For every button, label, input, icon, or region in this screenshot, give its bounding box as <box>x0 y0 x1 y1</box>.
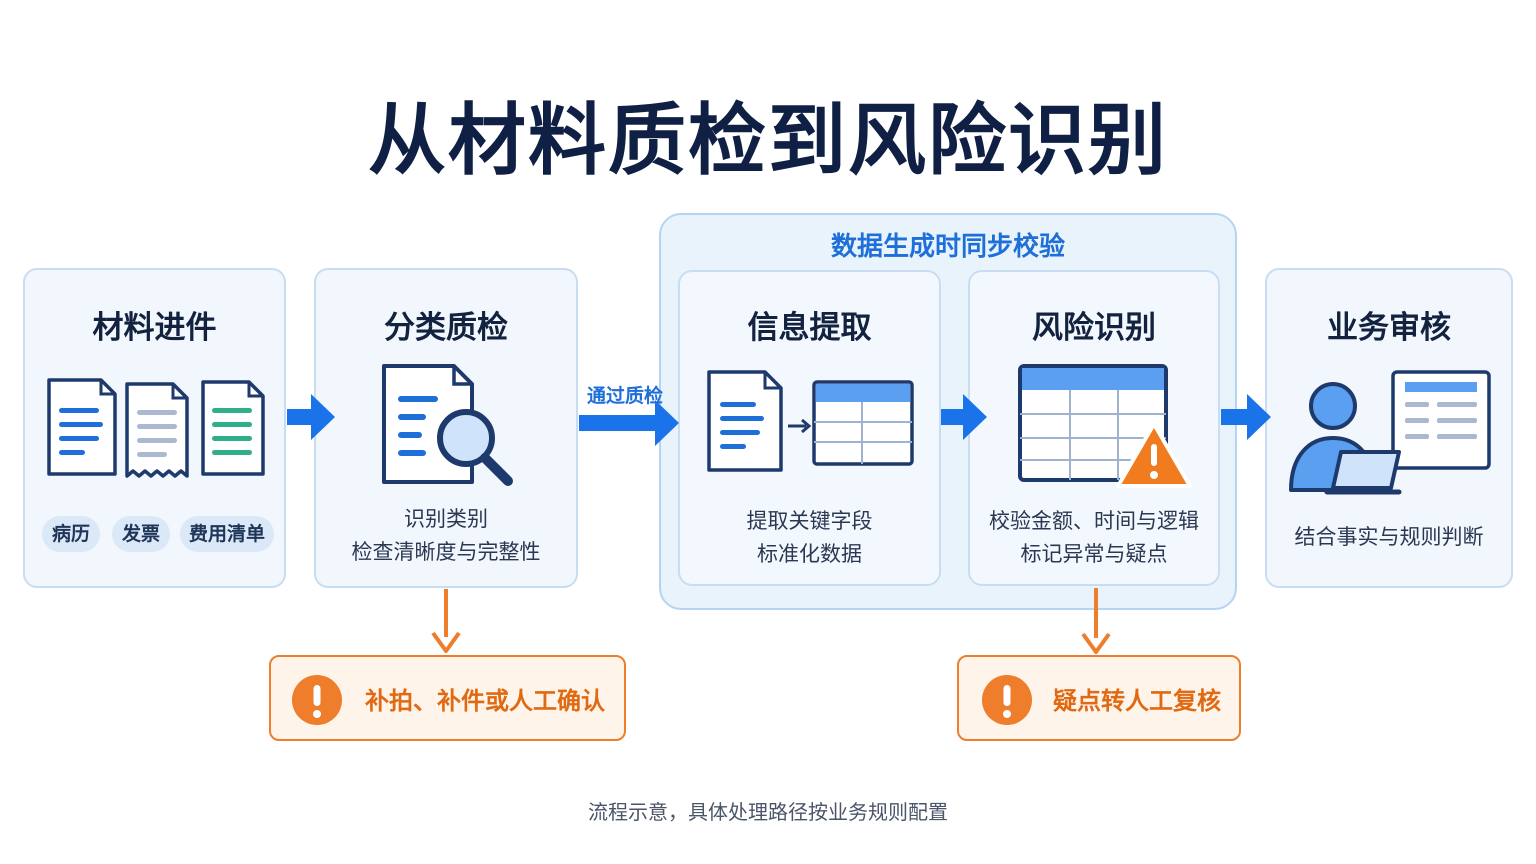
tag-medical-record: 病历 <box>42 516 100 552</box>
document-search-icon <box>382 364 513 486</box>
flow-arrow-2 <box>579 400 679 446</box>
tag-invoice: 发票 <box>112 516 170 552</box>
exclamation-icon <box>982 675 1032 725</box>
step-title-intake: 材料进件 <box>92 310 217 346</box>
step-desc-classify-2: 检查清晰度与完整性 <box>351 540 541 564</box>
step-card-classify-qc: 分类质检 识别类别 检查清晰度与完整性 <box>314 268 578 588</box>
tag-expense-list: 费用清单 <box>180 516 274 552</box>
alert-text-manual-review: 疑点转人工复核 <box>1053 686 1221 715</box>
down-arrow-2 <box>1081 588 1111 654</box>
down-arrow-1 <box>431 589 461 653</box>
table-warning-icon <box>1018 364 1192 488</box>
flow-arrow-3 <box>941 394 987 440</box>
flow-label-passed-qc: 通过质检 <box>586 385 663 407</box>
step-desc-classify-1: 识别类别 <box>404 507 488 531</box>
page-title: 从材料质检到风险识别 <box>367 96 1168 186</box>
alert-box-retake: 补拍、补件或人工确认 <box>269 655 626 741</box>
step-desc-risk-2: 标记异常与疑点 <box>1020 542 1168 566</box>
documents-icon <box>47 378 265 478</box>
step-title-classify-qc: 分类质检 <box>384 310 508 346</box>
step-title-extract: 信息提取 <box>747 310 872 346</box>
alert-text-retake: 补拍、补件或人工确认 <box>365 686 605 715</box>
step-desc-review-1: 结合事实与规则判断 <box>1294 525 1484 549</box>
exclamation-icon <box>292 675 342 725</box>
step-card-extract: 信息提取 提取关键字段 标准化数据 <box>678 270 941 586</box>
flow-arrow-4 <box>1221 394 1271 440</box>
footer-note: 流程示意，具体处理路径按业务规则配置 <box>588 800 948 824</box>
step-desc-extract-1: 提取关键字段 <box>746 509 873 533</box>
sync-validation-label: 数据生成时同步校验 <box>830 232 1065 262</box>
alert-box-manual-review: 疑点转人工复核 <box>957 655 1241 741</box>
step-title-review: 业务审核 <box>1327 310 1451 346</box>
step-desc-risk-1: 校验金额、时间与逻辑 <box>989 509 1199 533</box>
step-card-review: 业务审核 结合事实与规则判断 <box>1265 268 1513 588</box>
flow-arrow-1 <box>287 394 335 440</box>
step-title-risk: 风险识别 <box>1032 310 1156 346</box>
reviewer-laptop-icon <box>1289 370 1491 495</box>
step-desc-extract-2: 标准化数据 <box>757 542 862 566</box>
doc-to-table-icon <box>707 370 914 472</box>
step-card-risk: 风险识别 校验金额、时间与逻辑 标记异常与疑点 <box>968 270 1220 586</box>
step-card-intake: 材料进件 病历 发票 费用清单 <box>23 268 286 588</box>
